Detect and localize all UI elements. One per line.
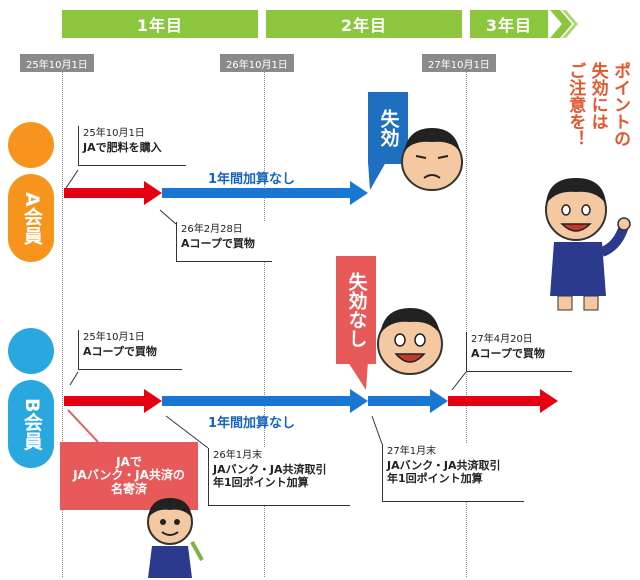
year-3-label: 3年目 (485, 16, 533, 35)
not-expired-stamp-label: 失効なし (345, 272, 368, 348)
b-callout-bank-1-line1: JAバンク・JA共済取引 (213, 462, 327, 476)
mascot-pointing-icon (545, 178, 631, 311)
member-b-head (8, 328, 54, 374)
member-a-label: A会員 (20, 191, 43, 245)
a-arrow-label: 1年間加算なし (208, 172, 296, 187)
b-callout-coop-text: Aコープで買物 (83, 344, 157, 358)
registration-line-3: 名寄済 (110, 481, 147, 496)
year-2-label: 2年目 (340, 16, 388, 35)
a-callout-coop-date: 26年2月28日 (181, 224, 243, 235)
notice-text: ポイントの 失効には ご注意を！ (540, 62, 630, 182)
year-1-bar: 1年目 (62, 10, 258, 38)
member-b-badge: B会員 (8, 328, 54, 468)
b-callout-bank-2: 27年1月末 JAバンク・JA共済取引 年1回ポイント加算 (382, 444, 524, 502)
registration-line-1: JAで (116, 455, 142, 470)
a-callout-coop: 26年2月28日 Aコープで買物 (176, 222, 272, 262)
notice-col-3: ご注意を！ (565, 62, 586, 147)
a-callout-purchase: 25年10月1日 JAで肥料を購入 (78, 126, 186, 166)
not-expired-stamp: 失効なし (336, 256, 376, 364)
member-b-body: B会員 (8, 380, 54, 468)
year-1-label: 1年目 (136, 16, 184, 35)
sad-face-icon (401, 128, 463, 191)
a-blue-arrow (162, 181, 368, 205)
notice-col-1: ポイントの (610, 62, 630, 147)
guide-line-1 (62, 72, 63, 577)
b-callout-bank-1-line2: 年1回ポイント加算 (213, 476, 309, 490)
registration-line-2: JAバンク・JA共済の (73, 468, 185, 483)
b-callout-bank-2-line2: 年1回ポイント加算 (387, 472, 483, 486)
a-callout-coop-text: Aコープで買物 (181, 236, 255, 250)
guide-line-2 (264, 72, 265, 577)
expired-stamp-label: 失効 (377, 109, 400, 147)
happy-face-icon (377, 308, 443, 375)
date-chip-2: 26年10月1日 (220, 54, 294, 72)
b-red-arrow-2 (448, 389, 558, 413)
year-2-bar: 2年目 (266, 10, 462, 38)
not-expired-stamp-tail-icon (348, 362, 368, 390)
a-callout-purchase-date: 25年10月1日 (83, 128, 145, 139)
b-arrow-label: 1年間加算なし (208, 416, 296, 431)
b-blue-arrow-2 (368, 389, 448, 413)
date-chip-3-label: 27年10月1日 (428, 59, 490, 71)
b-callout-coop-date: 25年10月1日 (83, 332, 145, 343)
b-blue-arrow-1 (162, 389, 368, 413)
member-a-head (8, 122, 54, 168)
b-callout-coop: 25年10月1日 Aコープで買物 (78, 330, 182, 370)
expired-stamp-tail-icon (368, 162, 386, 190)
mascot-writing-icon (147, 498, 204, 578)
year-3-bar: 3年目 (470, 10, 548, 38)
b-red-arrow-1 (64, 389, 162, 413)
date-chip-1: 25年10月1日 (20, 54, 94, 72)
member-a-body: A会員 (8, 174, 54, 262)
b-callout-bank-2-date: 27年1月末 (387, 446, 437, 457)
b-callout-bank-1-date: 26年1月末 (213, 450, 263, 461)
member-a-badge: A会員 (8, 122, 54, 262)
year-chevron-icon (550, 10, 578, 38)
member-b-label: B会員 (20, 397, 43, 451)
date-chip-1-label: 25年10月1日 (26, 59, 88, 71)
date-chip-3: 27年10月1日 (422, 54, 496, 72)
notice-col-2: 失効には (587, 62, 608, 130)
a-red-arrow (64, 181, 162, 205)
b-callout-bank-1: 26年1月末 JAバンク・JA共済取引 年1回ポイント加算 (208, 448, 350, 506)
a-callout-purchase-text: JAで肥料を購入 (83, 140, 162, 154)
date-chip-2-label: 26年10月1日 (226, 59, 288, 71)
expired-stamp: 失効 (368, 92, 408, 164)
b-callout-coop-2-date: 27年4月20日 (471, 334, 533, 345)
b-callout-coop-2: 27年4月20日 Aコープで買物 (466, 332, 572, 372)
b-callout-bank-2-line1: JAバンク・JA共済取引 (387, 458, 501, 472)
guide-line-3 (466, 72, 467, 577)
b-callout-coop-2-text: Aコープで買物 (471, 346, 545, 360)
